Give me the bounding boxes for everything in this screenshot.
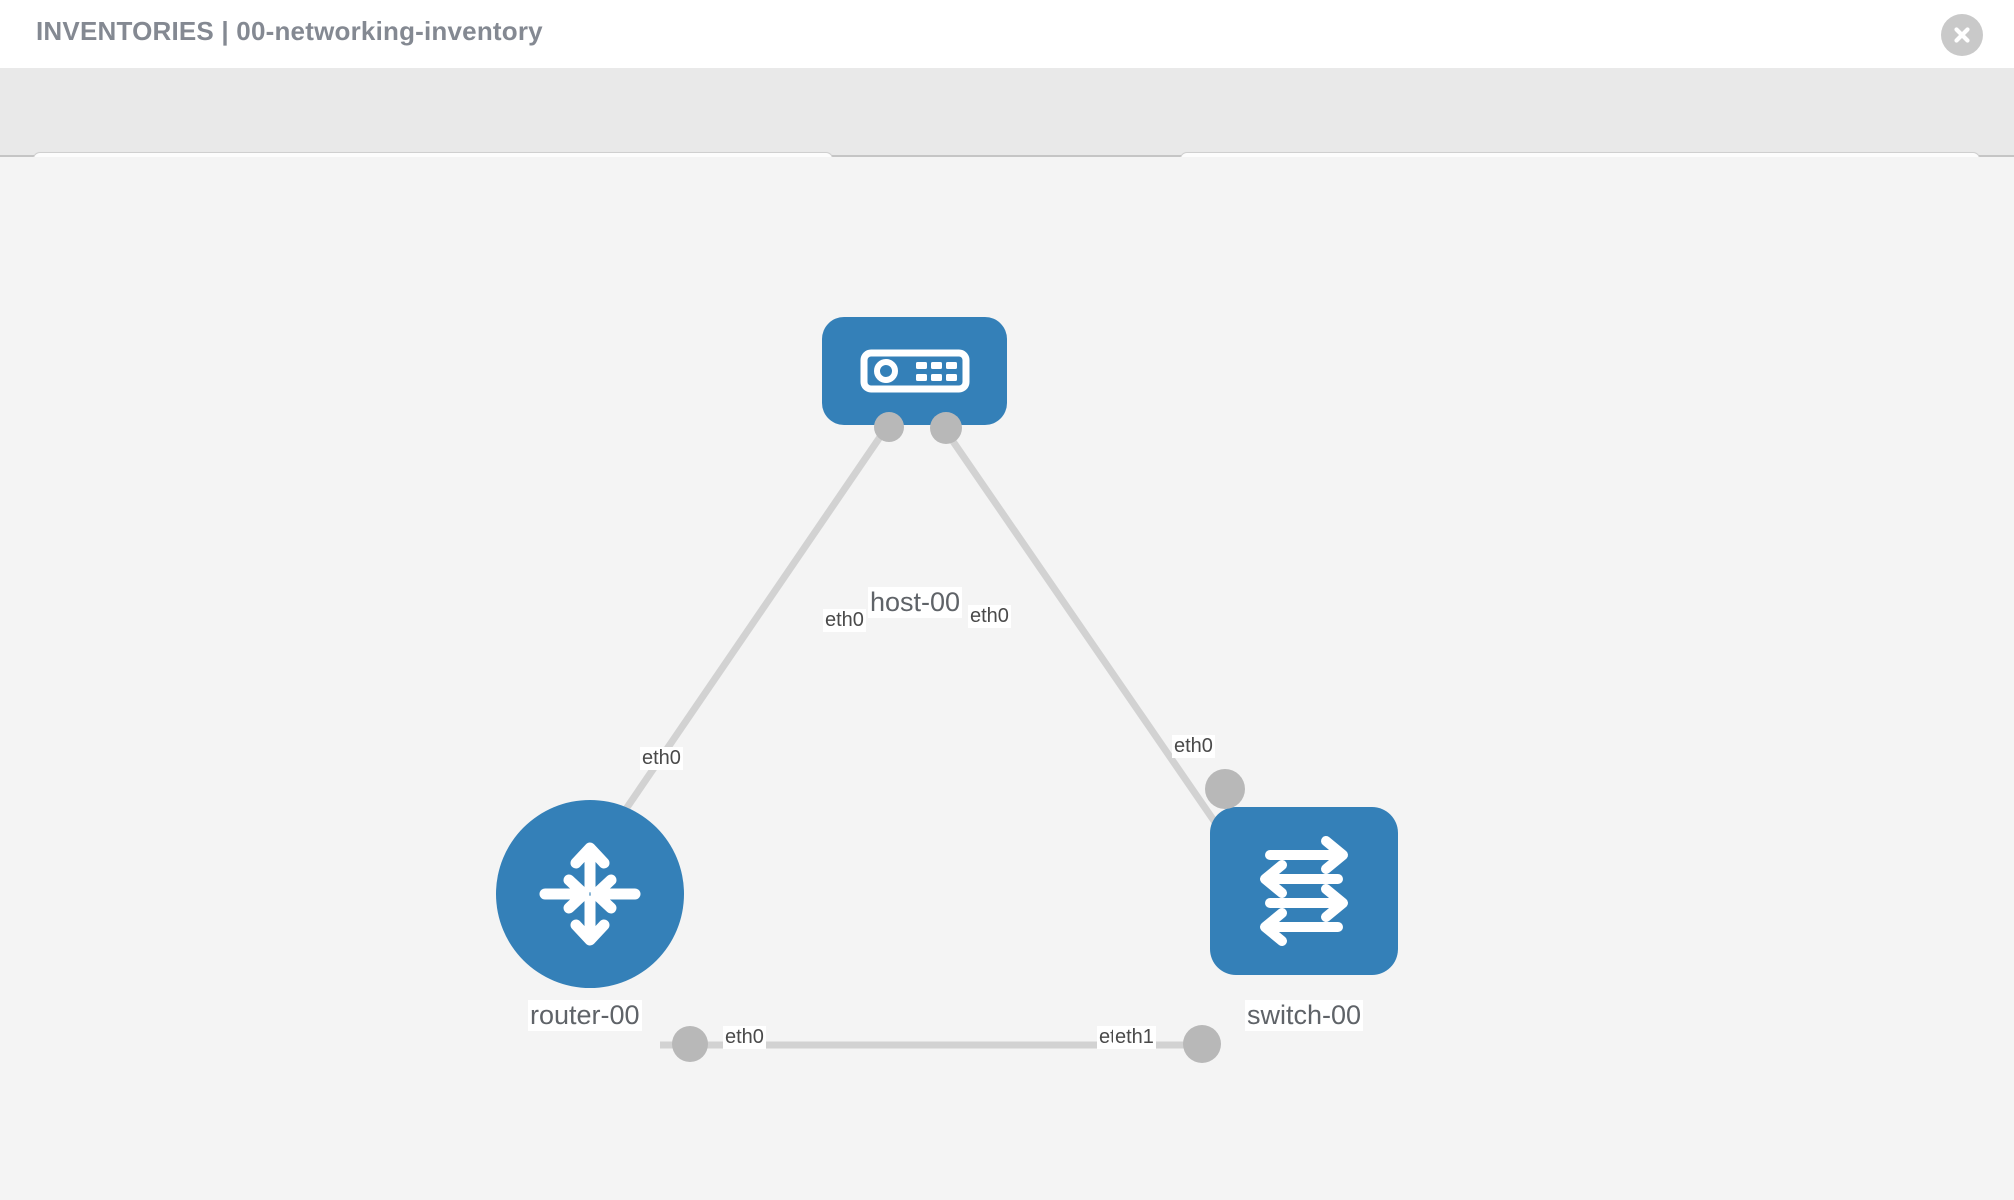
node-switch-00[interactable] xyxy=(1210,807,1398,975)
if-label-router-horiz: eth0 xyxy=(723,1026,766,1049)
connector-host-left[interactable] xyxy=(874,412,904,442)
router-arrows-icon xyxy=(539,842,641,946)
if-label-switch-horiz: eth1 xyxy=(1113,1026,1156,1049)
toolbar: ACTIONS SEARCH xyxy=(0,68,2014,209)
connector-host-right[interactable] xyxy=(930,412,962,444)
topology-links xyxy=(597,435,1235,1049)
router-node-shape[interactable] xyxy=(496,800,684,988)
host-node-shape[interactable] xyxy=(822,317,1007,425)
server-appliance-icon xyxy=(860,349,969,393)
if-label-host-right: eth0 xyxy=(968,605,1011,628)
topology-canvas[interactable]: host-00 eth0 eth0 xyxy=(0,157,2014,1200)
page-title: INVENTORIES | 00-networking-inventory xyxy=(36,16,543,46)
node-label-router-00: router-00 xyxy=(528,1000,642,1031)
connector-switch-top[interactable] xyxy=(1205,769,1245,809)
node-label-host-00: host-00 xyxy=(868,587,963,618)
link-host-router xyxy=(597,435,883,849)
link-host-switch xyxy=(947,435,1235,849)
close-icon[interactable] xyxy=(1941,14,1983,56)
connector-switch-left[interactable] xyxy=(1183,1025,1221,1063)
if-label-router-diag: eth0 xyxy=(640,747,683,770)
node-host-00[interactable] xyxy=(822,317,1007,425)
switch-arrows-icon xyxy=(1260,836,1348,946)
if-label-host-left: eth0 xyxy=(823,609,866,632)
if-label-switch-diag: eth0 xyxy=(1172,735,1215,758)
switch-node-shape[interactable] xyxy=(1210,807,1398,975)
node-label-switch-00: switch-00 xyxy=(1245,1000,1364,1031)
connector-router-right[interactable] xyxy=(672,1026,708,1062)
close-x-glyph xyxy=(1954,27,1970,43)
node-router-00[interactable] xyxy=(496,800,684,988)
page-header: INVENTORIES | 00-networking-inventory xyxy=(0,0,2014,68)
